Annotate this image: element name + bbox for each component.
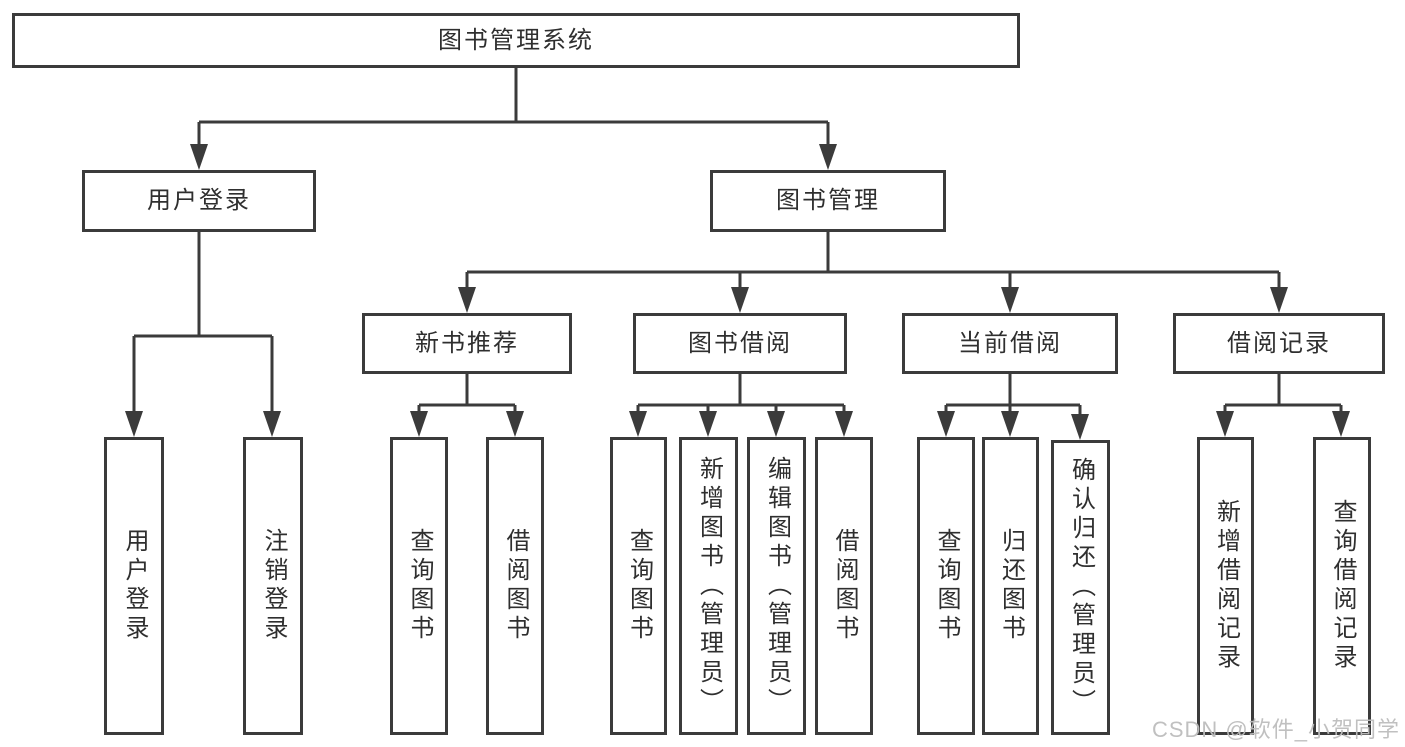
leaf-borrowing-add-books-admin: 新增图书（管理员） [679, 437, 738, 735]
node-book-management-branch: 图书管理 [710, 170, 946, 232]
node-book-borrowing: 图书借阅 [633, 313, 847, 374]
csdn-watermark: CSDN @软件_小贺同学 [1151, 717, 1400, 742]
leaf-recommend-query-books: 查询图书 [390, 437, 448, 735]
node-borrowing-records: 借阅记录 [1173, 313, 1385, 374]
leaf-records-query-record: 查询借阅记录 [1313, 437, 1371, 735]
leaf-borrowing-edit-books-admin: 编辑图书（管理员） [747, 437, 806, 735]
node-current-borrowing: 当前借阅 [902, 313, 1118, 374]
node-user-login-branch: 用户登录 [82, 170, 316, 232]
leaf-current-return-books: 归还图书 [982, 437, 1039, 735]
leaf-records-add-record: 新增借阅记录 [1197, 437, 1254, 735]
leaf-recommend-borrow-books: 借阅图书 [486, 437, 544, 735]
leaf-borrowing-query-books: 查询图书 [610, 437, 667, 735]
leaf-logout-login: 注销登录 [243, 437, 303, 735]
node-library-management-system: 图书管理系统 [12, 13, 1020, 68]
leaf-user-login: 用户登录 [104, 437, 164, 735]
leaf-borrowing-borrow-books: 借阅图书 [815, 437, 873, 735]
node-new-book-recommend: 新书推荐 [362, 313, 572, 374]
leaf-current-confirm-return-admin: 确认归还（管理员） [1051, 440, 1110, 735]
leaf-current-query-books: 查询图书 [917, 437, 975, 735]
